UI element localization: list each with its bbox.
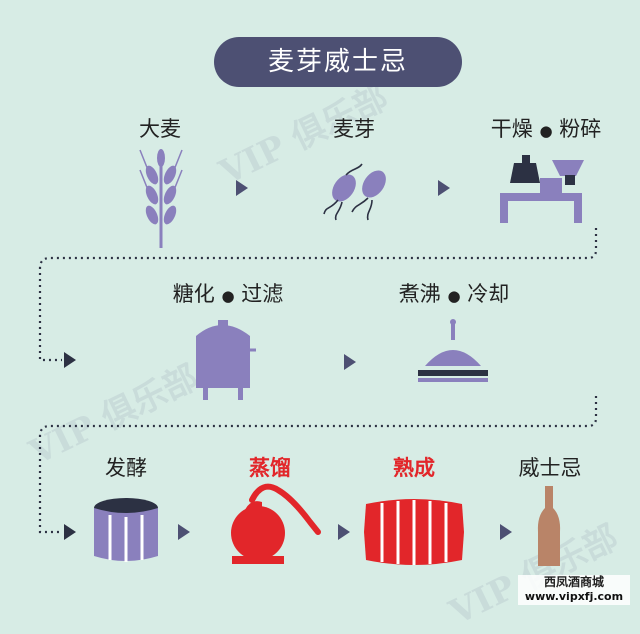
label-mature: 熟成 [393, 456, 435, 480]
malt-icon [323, 163, 386, 221]
arrow-icon [178, 524, 190, 540]
connector-path [38, 396, 598, 534]
separator-dot: ● [539, 122, 553, 140]
connector-path [38, 228, 598, 362]
whisky-process-diagram: VIP 俱乐部 VIP 俱乐部 VIP 俱乐部 麦芽威士忌 大麦 麦芽 干燥 ●… [24, 37, 630, 633]
footer-line1: 西凤酒商城 [543, 575, 604, 589]
label-boil: 煮沸 [398, 282, 441, 306]
label-cool: 冷却 [467, 282, 510, 306]
arrow-icon [344, 354, 356, 370]
arrow-icon [338, 524, 350, 540]
label-boil-cool: 煮沸 ● 冷却 [399, 278, 509, 308]
arrow-icon [236, 180, 248, 196]
arrow-icon [438, 180, 450, 196]
footer-line2: www.vipxfj.com [524, 590, 624, 603]
arrow-icon [500, 524, 512, 540]
label-ferment: 发酵 [105, 456, 147, 480]
label-mill: 粉碎 [559, 117, 602, 141]
fermenter-icon [94, 498, 158, 562]
arrow-icon [64, 524, 76, 540]
label-distill: 蒸馏 [249, 456, 291, 480]
separator-dot: ● [221, 287, 235, 305]
label-dry-mill: 干燥 ● 粉碎 [491, 113, 601, 143]
drying-milling-machine-icon [500, 155, 584, 223]
barrel-icon [364, 499, 464, 565]
barley-icon [139, 149, 183, 248]
pot-still-icon [231, 483, 321, 564]
label-barley: 大麦 [139, 117, 181, 141]
label-whisky: 威士忌 [518, 456, 582, 480]
label-mash: 糖化 [172, 282, 215, 306]
diagram-graphics [38, 149, 598, 566]
footer-stamp: 西凤酒商城 www.vipxfj.com [518, 575, 630, 605]
page-title: 麦芽威士忌 [214, 37, 462, 87]
label-malt: 麦芽 [333, 117, 375, 141]
boil-cool-icon [418, 319, 488, 382]
mash-tun-icon [196, 320, 256, 400]
label-filter: 过滤 [241, 282, 284, 306]
separator-dot: ● [447, 287, 461, 305]
arrow-icon [64, 352, 76, 368]
label-dry: 干燥 [490, 117, 533, 141]
whisky-bottle-icon [537, 486, 561, 566]
label-mash-filter: 糖化 ● 过滤 [173, 278, 283, 308]
